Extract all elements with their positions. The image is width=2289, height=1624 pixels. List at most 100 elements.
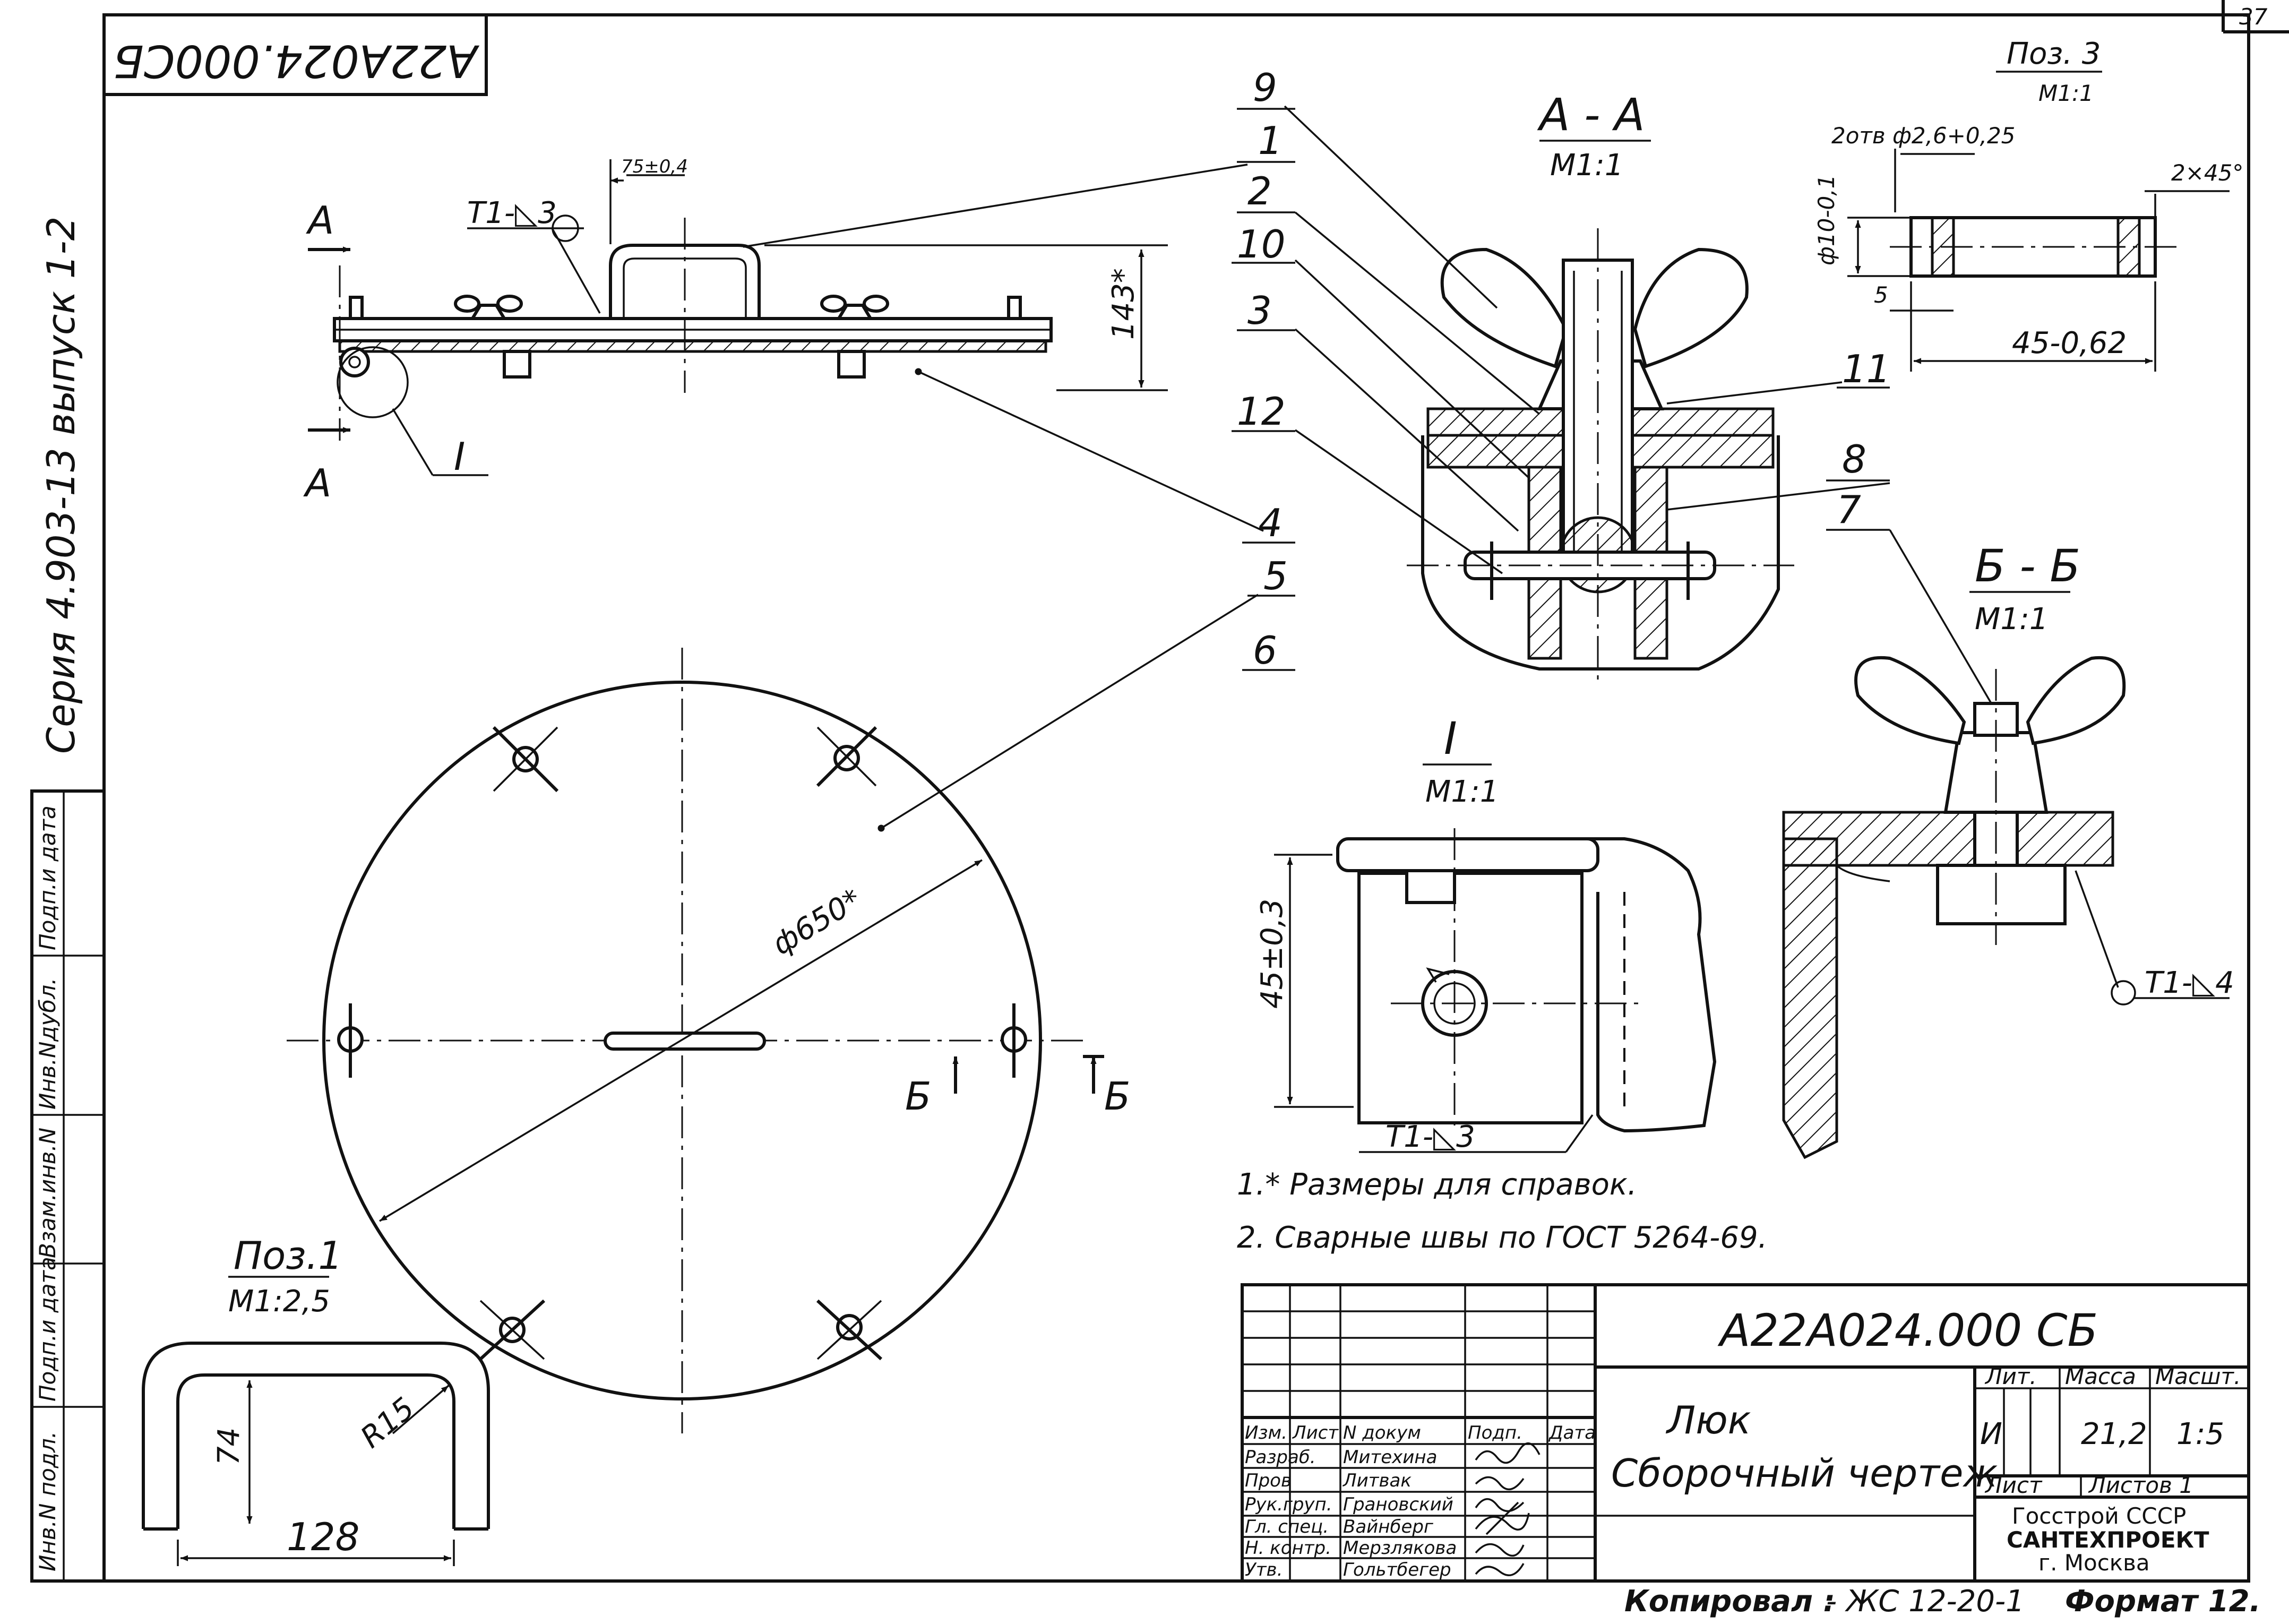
callout-7: 7 bbox=[1837, 487, 1861, 532]
name-2: Грановский bbox=[1343, 1494, 1453, 1515]
signature-3 bbox=[1475, 1501, 1530, 1535]
left-stamp-strip: Инв.N подл. Подп.и дата Взам.инв.N Инв.N… bbox=[30, 789, 106, 1583]
dim-45-062: 45-0,62 bbox=[2012, 326, 2127, 360]
clamp-positions bbox=[337, 726, 1027, 1361]
pos1-handle-detail: Поз.1 М1:2,5 74 128 R15 bbox=[142, 1233, 490, 1566]
signature-0 bbox=[1475, 1442, 1541, 1464]
role-3: Гл. спец. bbox=[1245, 1516, 1329, 1537]
callout-1: 1 bbox=[1258, 118, 1283, 163]
pos3-pin-detail: Поз. 3 М1:1 2отв ф2,6+0,25 ф10-0,1 2×45°… bbox=[1813, 37, 2243, 372]
name-5: Гольтбегер bbox=[1343, 1559, 1451, 1580]
name-3: Вайнберг bbox=[1343, 1516, 1434, 1537]
dim-650: ф650* bbox=[767, 882, 867, 962]
strip-podp-date-2: Подп.и дата bbox=[35, 805, 61, 950]
detail-i: I М1:1 45±0,3 Т1-◺3 bbox=[1255, 712, 1717, 1154]
callout-5: 5 bbox=[1263, 554, 1288, 598]
hdr-date: Дата bbox=[1548, 1422, 1596, 1443]
lit-label: Лит. bbox=[1984, 1363, 2037, 1389]
dim-d10: ф10-0,1 bbox=[1813, 175, 1839, 265]
callout-9: 9 bbox=[1253, 65, 1277, 110]
role-5: Утв. bbox=[1245, 1559, 1283, 1580]
section-bb: Б - Б М1:1 Т1-◺4 bbox=[1782, 540, 2234, 1159]
name-4: Мерзлякова bbox=[1343, 1537, 1457, 1559]
view-a-top: А bbox=[306, 198, 334, 243]
signature-4 bbox=[1475, 1543, 1525, 1557]
side-view: А А I 75±0,4 143* Т1-◺3 bbox=[303, 156, 1264, 532]
callout-8: 8 bbox=[1842, 437, 1866, 482]
weld-top: Т1-◺3 bbox=[467, 196, 557, 230]
name-0: Митехина bbox=[1343, 1447, 1437, 1468]
footer: Копировал : - ЖС 12-20-1 Формат 12. bbox=[1624, 1584, 2261, 1619]
section-aa-label: А - А bbox=[1537, 89, 1645, 141]
hdr-doc: N докум bbox=[1343, 1422, 1421, 1443]
product-name: Люк bbox=[1665, 1398, 1751, 1442]
dim-r15: R15 bbox=[354, 1391, 421, 1455]
lit-value: И bbox=[1980, 1417, 2002, 1451]
role-1: Пров bbox=[1245, 1470, 1292, 1491]
callout-4: 4 bbox=[1258, 501, 1283, 545]
signature-5 bbox=[1475, 1563, 1525, 1576]
org-line-1: Госстрой СССР bbox=[2012, 1503, 2186, 1529]
dim-hole: 2отв ф2,6+0,25 bbox=[1831, 123, 2015, 149]
hdr-podp: Подп. bbox=[1468, 1422, 1522, 1443]
doc-code: А22А024.000 СБ bbox=[1717, 1304, 2098, 1356]
sheets-label: Листов 1 bbox=[2088, 1472, 2193, 1498]
detail-i-callout: I bbox=[454, 434, 465, 479]
mass-value: 21,2 bbox=[2081, 1417, 2147, 1451]
series-label: Серия 4.903-13 выпуск 1-2 bbox=[39, 217, 83, 754]
section-bb-label: Б - Б bbox=[1975, 540, 2080, 592]
rotated-code: А22А024.000СБ bbox=[113, 35, 479, 87]
view-a-bottom: А bbox=[303, 461, 331, 505]
strip-inv-podl: Инв.N подл. bbox=[35, 1431, 61, 1571]
weld-bb: Т1-◺4 bbox=[2145, 966, 2234, 1000]
scale-label: Масшт. bbox=[2155, 1363, 2241, 1389]
rotated-code-box: А22А024.000СБ bbox=[102, 13, 488, 96]
callout-12: 12 bbox=[1237, 389, 1286, 434]
dim-74: 74 bbox=[212, 1428, 246, 1465]
hdr-izm: Изм. bbox=[1245, 1422, 1287, 1443]
title-block: Изм. Лист N докум Подп. Дата Разраб. Мит… bbox=[1241, 1283, 2250, 1583]
scale-value: 1:5 bbox=[2176, 1417, 2224, 1451]
strip-podp-date-1: Подп.и дата bbox=[35, 1257, 61, 1402]
role-2: Рук.груп. bbox=[1245, 1494, 1332, 1515]
dim-chamfer: 2×45° bbox=[2171, 160, 2243, 186]
callout-3: 3 bbox=[1247, 288, 1272, 333]
product-subtitle: Сборочный чертеж bbox=[1611, 1451, 1998, 1496]
org-line-3: г. Москва bbox=[2038, 1550, 2150, 1576]
footer-copied: Копировал : bbox=[1624, 1584, 1835, 1619]
pos3-label: Поз. 3 bbox=[2007, 37, 2101, 71]
callout-11: 11 bbox=[1842, 347, 1891, 391]
org-line-2: САНТЕХПРОЕКТ bbox=[2007, 1527, 2209, 1553]
note-2: 2. Сварные швы по ГОСТ 5264-69. bbox=[1237, 1221, 1767, 1255]
dim-128: 128 bbox=[287, 1515, 359, 1559]
section-aa: А - А М1:1 bbox=[1284, 89, 1890, 685]
pos1-scale: М1:2,5 bbox=[228, 1284, 330, 1319]
callout-numbers: 9 1 2 10 3 12 4 5 6 11 8 7 bbox=[1232, 65, 1997, 712]
strip-inv-dubl: Инв.Nдубл. bbox=[35, 978, 61, 1110]
pos1-label: Поз.1 bbox=[234, 1233, 342, 1278]
cut-b-left: Б bbox=[905, 1074, 931, 1119]
dim-45-03: 45±0,3 bbox=[1255, 899, 1289, 1009]
footer-copier-mark: - ЖС 12-20-1 bbox=[1826, 1584, 2025, 1619]
footer-format: Формат 12. bbox=[2065, 1584, 2261, 1619]
mass-label: Масса bbox=[2065, 1363, 2136, 1389]
section-aa-scale: М1:1 bbox=[1550, 148, 1623, 183]
role-0: Разраб. bbox=[1245, 1447, 1316, 1468]
callout-6: 6 bbox=[1253, 628, 1277, 673]
dim-143: 143* bbox=[1106, 268, 1141, 340]
signature-2 bbox=[1475, 1498, 1525, 1513]
dim-75: 75±0,4 bbox=[621, 156, 688, 177]
name-1: Литвак bbox=[1342, 1470, 1412, 1491]
page-number: 37 bbox=[2239, 4, 2268, 30]
detail-i-scale: М1:1 bbox=[1425, 775, 1499, 809]
section-bb-scale: М1:1 bbox=[1975, 602, 2048, 637]
cut-b-right: Б bbox=[1104, 1074, 1130, 1119]
hdr-list: Лист bbox=[1292, 1422, 1339, 1443]
weld-detail: Т1-◺3 bbox=[1386, 1120, 1475, 1154]
note-1: 1.* Размеры для справок. bbox=[1237, 1167, 1637, 1202]
dim-5: 5 bbox=[1874, 282, 1888, 308]
strip-vzam-inv: Взам.инв.N bbox=[35, 1128, 61, 1258]
pos3-scale: М1:1 bbox=[2038, 80, 2094, 106]
